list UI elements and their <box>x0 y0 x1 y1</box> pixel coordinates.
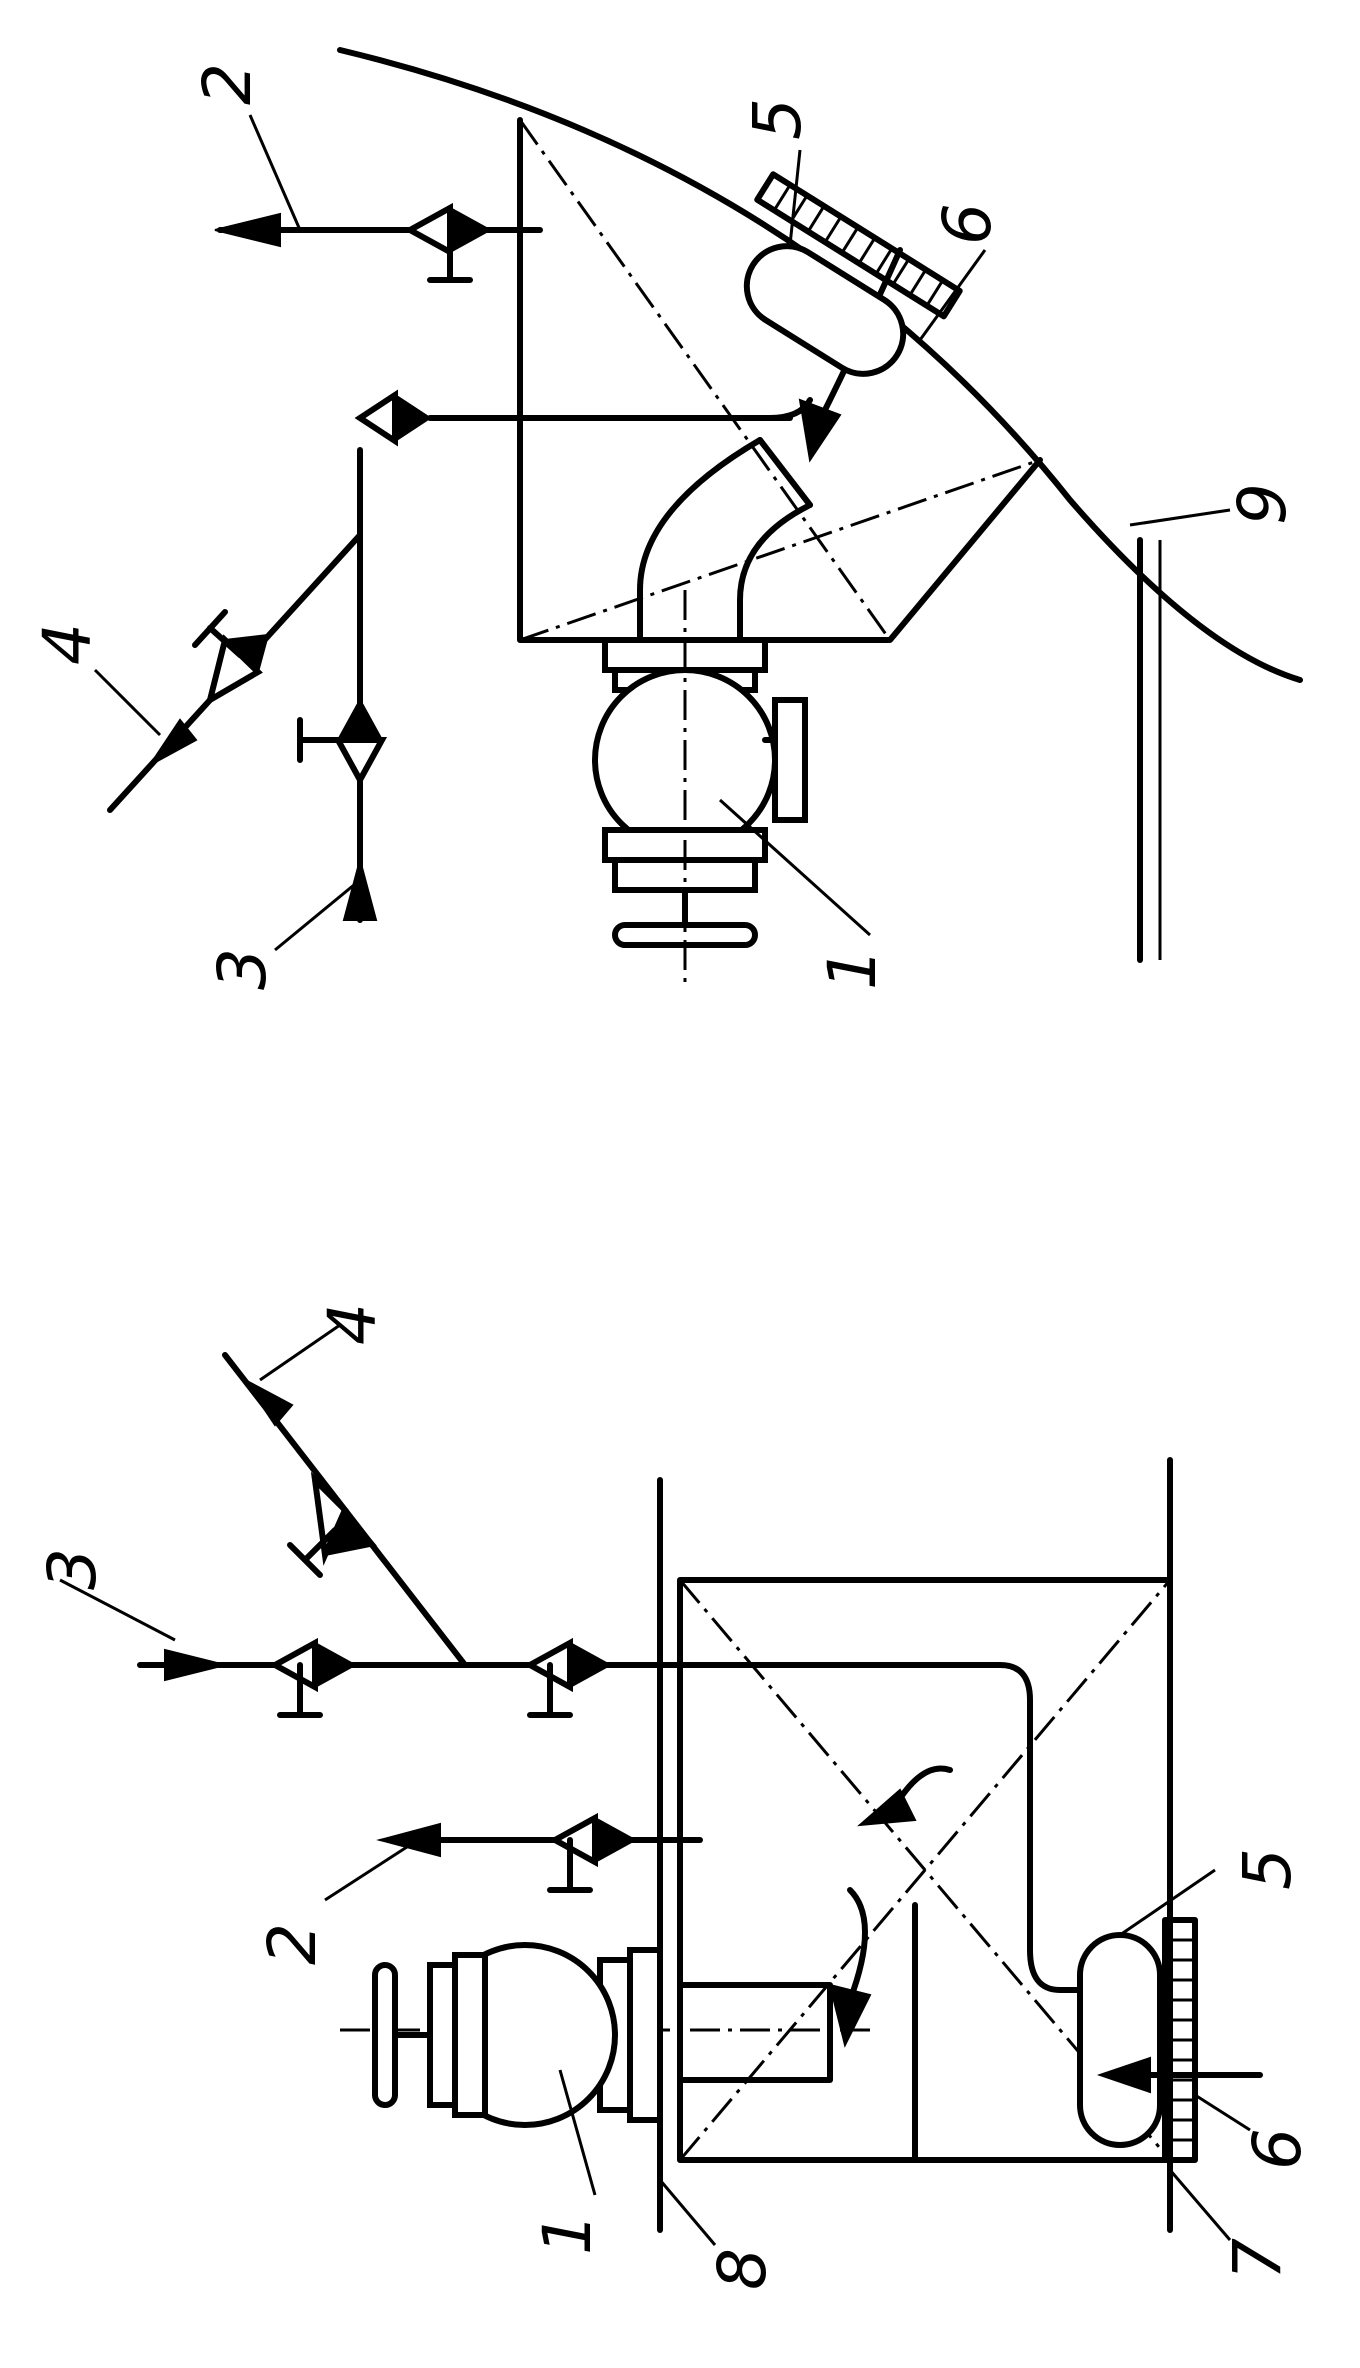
suction-pipe-bottom <box>677 1982 833 2083</box>
sump-diagonal-4 <box>678 1579 1172 2161</box>
discharge-valve-bottom <box>547 1812 638 1893</box>
discharge-arrow-bottom <box>376 1822 441 1858</box>
leader-2-bottom <box>324 1843 411 1902</box>
label-bottom-plate: 7 <box>1219 2238 1296 2280</box>
air-arrow <box>149 718 198 766</box>
air-valve <box>192 609 270 707</box>
flow-arrow-2 <box>847 1887 868 2003</box>
bubbler-feed-pipe <box>427 397 813 421</box>
bubbler-tank-bottom <box>1077 1932 1163 2148</box>
steam-arrow <box>342 856 378 921</box>
leader-4-top <box>93 668 162 737</box>
flow-arrow-head <box>798 398 842 463</box>
bottom-diagram: 1 2 3 4 5 6 7 8 <box>34 1303 1316 2290</box>
label-steam-top: 3 <box>204 948 281 990</box>
label-discharge-bottom: 2 <box>254 1923 331 1965</box>
label-air-top: 4 <box>29 623 106 665</box>
leader-6-bottom <box>1194 2093 1251 2132</box>
leader-1-bottom <box>558 2069 597 2196</box>
bubbler-tank <box>743 243 907 377</box>
leader-8-bottom <box>658 2179 717 2246</box>
bubbler-valve-bottom <box>523 1637 613 1718</box>
steam-valve-bottom <box>268 1637 358 1718</box>
label-pump-top: 1 <box>814 948 891 990</box>
steam-arrow-bottom <box>164 1648 226 1682</box>
label-hull-top: 9 <box>1224 483 1301 525</box>
elbow-mouth <box>757 437 813 508</box>
suction-elbow-outer <box>737 502 813 643</box>
steam-valve <box>297 697 388 787</box>
leader-9-top <box>1129 508 1231 527</box>
leader-1-top <box>718 798 872 937</box>
grating <box>754 171 963 320</box>
sump-diagonal-1 <box>518 119 892 641</box>
discharge-valve <box>403 202 493 283</box>
suction-elbow <box>637 437 763 643</box>
label-grating-top: 6 <box>929 203 1006 245</box>
label-wall: 8 <box>704 2248 781 2290</box>
discharge-arrow <box>214 212 281 248</box>
label-bubbler-bottom: 5 <box>1229 1848 1306 1890</box>
label-pump-bottom: 1 <box>529 2213 606 2255</box>
grating-bottom <box>1162 1917 1198 2163</box>
bubbler-feed-bottom <box>137 1662 1083 1993</box>
bubbler-inlet-valve <box>354 389 432 447</box>
leader-3-bottom <box>59 1578 176 1642</box>
leader-5-bottom <box>1119 1868 1216 1937</box>
sump-diagonal-2 <box>519 458 1041 642</box>
label-discharge-top: 2 <box>189 63 266 105</box>
label-grating-bottom: 6 <box>1239 2128 1316 2170</box>
flow-arrow-2-head <box>828 1983 872 2048</box>
leader-3-top <box>274 878 361 952</box>
top-diagram: 1 2 3 4 5 6 9 <box>29 47 1303 990</box>
label-bubbler-top: 5 <box>739 98 816 140</box>
hull-curve <box>337 47 1303 683</box>
label-steam-bottom: 3 <box>34 1548 111 1590</box>
label-air-bottom: 4 <box>314 1303 391 1345</box>
leader-5-top <box>788 149 802 246</box>
leader-2-top <box>248 114 302 231</box>
air-arrow-bottom <box>244 1379 294 1427</box>
bubbler-flow-head <box>1096 2056 1151 2094</box>
pump-bottom <box>372 1942 663 2128</box>
flow-arrow-1-head <box>857 1788 917 1827</box>
leader-6-top <box>918 249 987 341</box>
leader-4-bottom <box>259 1323 341 1382</box>
pump-top <box>592 637 808 948</box>
leader-7-bottom <box>1168 2169 1232 2241</box>
air-valve-bottom <box>287 1471 377 1578</box>
